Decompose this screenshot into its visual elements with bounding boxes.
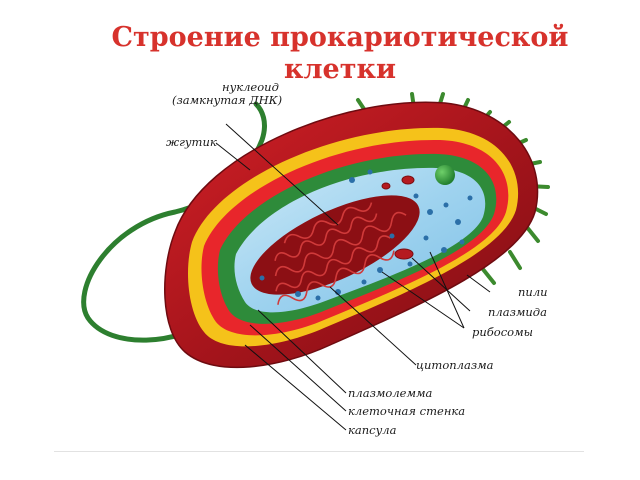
slide-title: Строение прокариотической клетки bbox=[111, 22, 569, 85]
label-flagellum: жгутик bbox=[166, 135, 217, 149]
nucleoid bbox=[250, 195, 420, 305]
granule bbox=[435, 165, 455, 185]
label-cell-wall: клеточная стенка bbox=[348, 404, 465, 418]
label-nucleoid-note: (замкнутая ДНК) bbox=[172, 93, 282, 107]
label-plasmalemma: плазмолемма bbox=[348, 386, 433, 400]
label-plasmid: плазмида bbox=[488, 305, 547, 319]
plasmids bbox=[381, 175, 415, 260]
label-ribosomes: рибосомы bbox=[472, 325, 533, 339]
flagellum bbox=[81, 101, 267, 343]
ribosomes bbox=[259, 169, 473, 301]
label-nucleoid: нуклеоид bbox=[222, 80, 279, 94]
label-cytoplasm: цитоплазма bbox=[416, 358, 494, 372]
leader-lines bbox=[215, 123, 491, 431]
bottom-divider bbox=[54, 451, 584, 452]
label-pili: пили bbox=[518, 285, 548, 299]
label-capsule: капсула bbox=[348, 423, 397, 437]
